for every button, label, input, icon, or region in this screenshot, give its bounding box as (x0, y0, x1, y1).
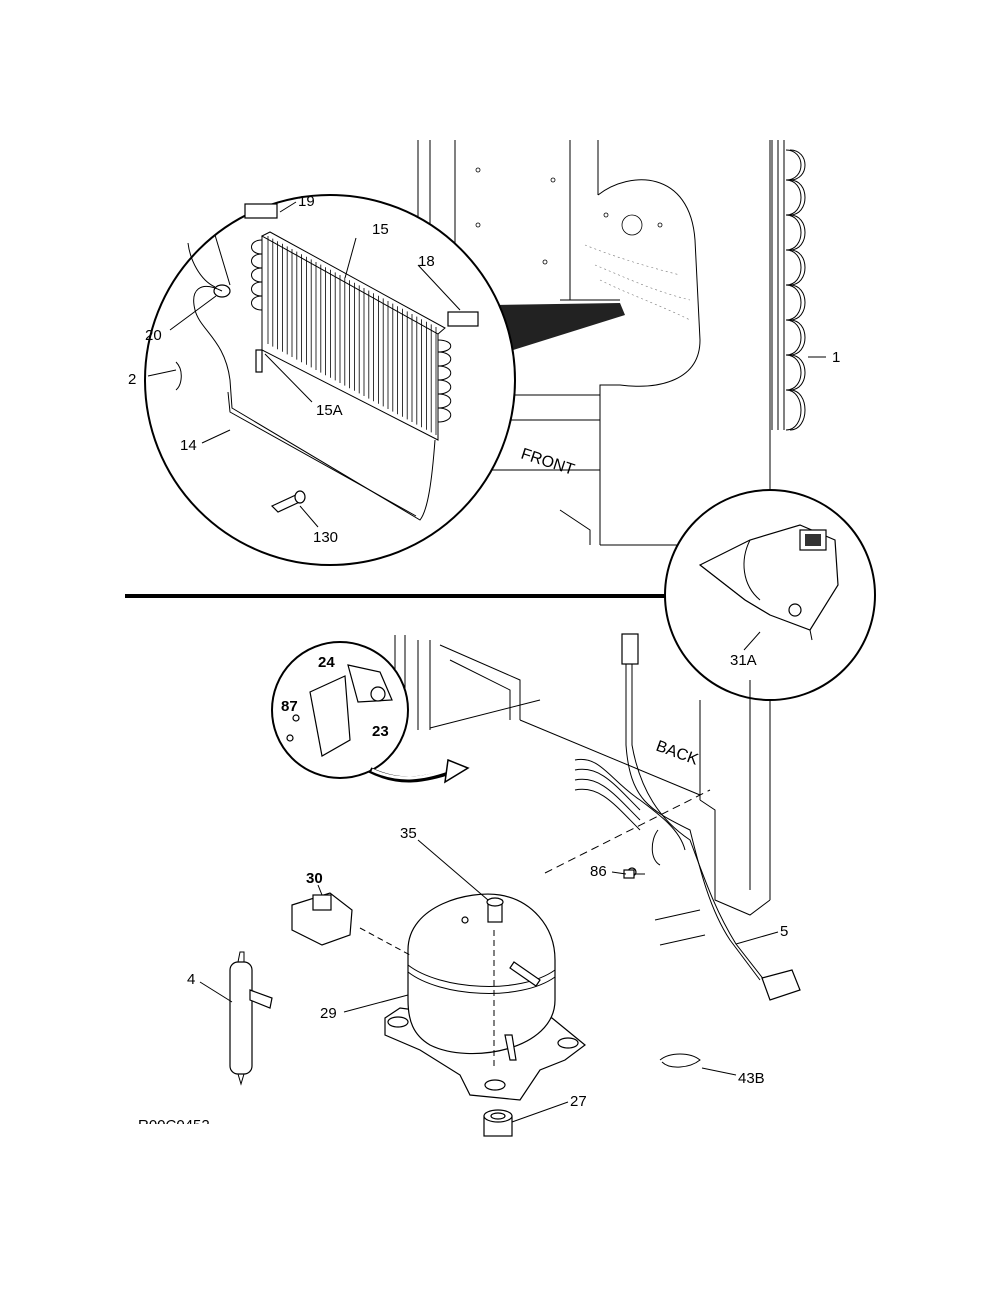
drain-pan-detail-circle (664, 489, 876, 701)
screw-86 (623, 869, 645, 879)
relay-bracket-detail-circle (271, 641, 470, 784)
lower-leaders (199, 839, 779, 1123)
label-20: 20 (145, 327, 162, 344)
upper-leaders (147, 201, 826, 528)
label-86: 86 (590, 863, 607, 880)
compressor (359, 893, 586, 1101)
label-23: 23 (372, 723, 389, 740)
label-15: 15 (372, 221, 389, 238)
sealer-18 (447, 311, 479, 327)
label-1: 1 (832, 349, 840, 366)
label-87: 87 (281, 698, 298, 715)
evaporator-fins (251, 231, 452, 441)
label-24: 24 (318, 654, 335, 671)
label-29: 29 (320, 1005, 337, 1022)
back-label: BACK (654, 738, 701, 769)
label-18: 18 (418, 253, 435, 270)
label-43b: 43B (738, 1070, 765, 1087)
relay-30 (291, 892, 353, 946)
clip-43b (659, 1053, 701, 1068)
grommet-27 (483, 1109, 513, 1137)
evaporator-detail-circle (144, 194, 516, 566)
label-2: 2 (128, 371, 136, 388)
power-plug (761, 969, 801, 1001)
label-19: 19 (298, 193, 315, 210)
label-130: 130 (313, 529, 338, 546)
label-15a: 15A (316, 402, 343, 419)
drier-4 (229, 951, 273, 1086)
label-30: 30 (306, 870, 323, 887)
label-14: 14 (180, 437, 197, 454)
label-27: 27 (570, 1093, 587, 1110)
label-5: 5 (780, 923, 788, 940)
label-35: 35 (400, 825, 417, 842)
drain-trough-19 (244, 203, 278, 219)
front-label: FRONT (519, 446, 577, 479)
label-4: 4 (187, 971, 195, 988)
label-31a: 31A (730, 652, 757, 669)
condenser-coil (771, 140, 806, 431)
